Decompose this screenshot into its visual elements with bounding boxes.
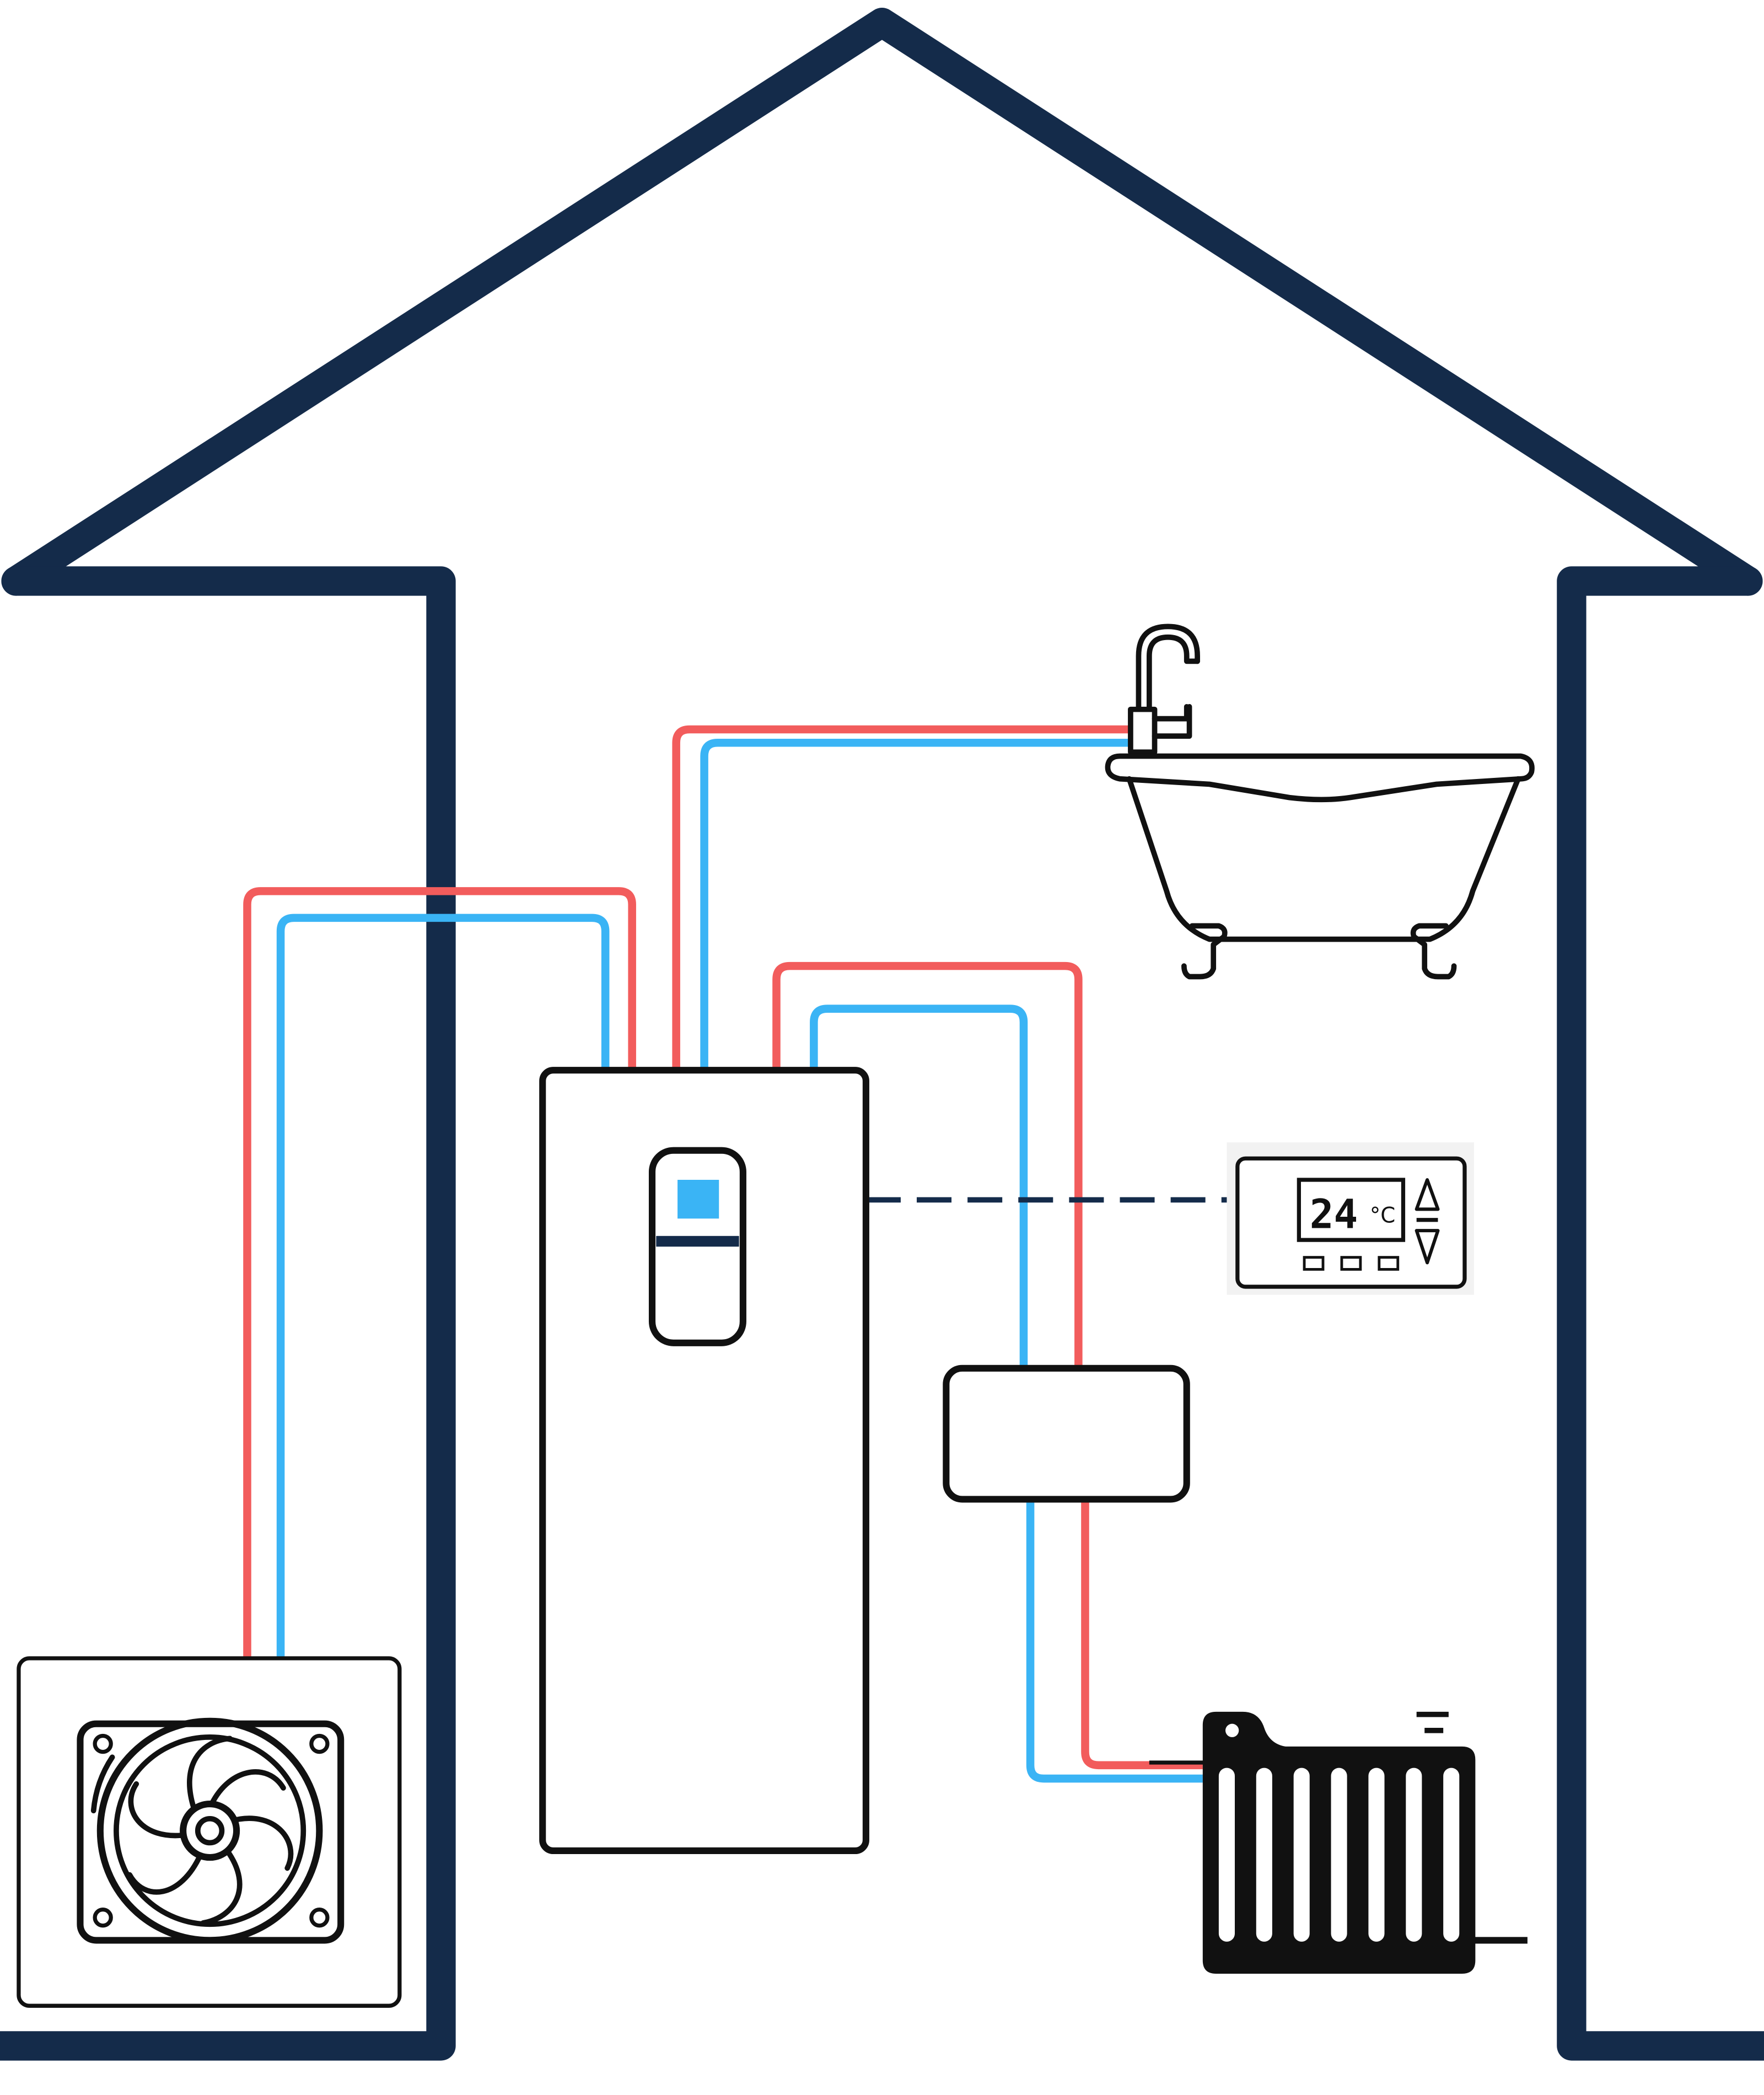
fan-accent-arc	[90, 1754, 115, 1814]
bath-tap-spout	[1136, 624, 1200, 715]
fan-screw-br	[309, 1908, 330, 1928]
radiator-cold-flow-pipe	[810, 1004, 1028, 1370]
mixing-unit-icon[interactable]	[943, 1365, 1190, 1503]
bath-tap-handle	[1152, 703, 1192, 739]
house-outline-icon	[0, 7, 1764, 2061]
bath-foot-left	[1181, 923, 1228, 980]
triangle-up-icon[interactable]	[1415, 1178, 1440, 1211]
cylinder-controller-band	[656, 1235, 739, 1247]
heat-pump-cold-pipe	[276, 914, 610, 1661]
radiator-hot-flow-pipe	[772, 961, 1083, 1370]
radiator-cold-return-pipe	[1026, 1497, 1203, 1783]
bath-tap-valve	[1128, 706, 1158, 755]
fan-ring-inner	[114, 1734, 306, 1927]
triangle-down-icon[interactable]	[1415, 1229, 1440, 1265]
fan-ring-outer	[96, 1717, 323, 1944]
bath-foot-right	[1410, 923, 1457, 980]
bath-rim	[1105, 753, 1535, 803]
bath-hot-pipe	[672, 725, 1143, 1073]
bath-pipes	[672, 725, 1143, 1073]
bath-tap-spout-inner	[1147, 634, 1200, 715]
cylinder-controller-screen	[677, 1180, 719, 1219]
thermostat-display	[1297, 1178, 1406, 1242]
radiator-pipes	[772, 961, 1203, 1783]
bath-basin	[1126, 776, 1521, 942]
fan-hub-inner	[195, 1815, 225, 1846]
roof	[1, 7, 1763, 596]
radiator-bleed-valve	[1225, 1723, 1239, 1737]
hot-water-cylinder-icon[interactable]	[539, 1067, 869, 1855]
radiator-fins	[1218, 1768, 1460, 1942]
thermostat-button-2[interactable]	[1340, 1256, 1362, 1271]
thermostat-button-3[interactable]	[1378, 1256, 1400, 1271]
fan-screw-bl	[93, 1908, 113, 1928]
thermostat-unit: °C	[1370, 1204, 1395, 1228]
radiator-icon[interactable]	[1149, 1711, 1528, 1974]
fan-screw-tl	[93, 1733, 113, 1754]
bath-cold-pipe	[700, 739, 1143, 1073]
thermostat-button-1[interactable]	[1303, 1256, 1325, 1271]
thermostat-icon[interactable]: 24 °C	[1227, 1142, 1474, 1295]
thermostat-temperature: 24	[1310, 1191, 1358, 1238]
cylinder-body	[539, 1067, 869, 1855]
fan-blades	[127, 1736, 294, 1926]
left-eave	[0, 566, 456, 2061]
heat-pump-hot-pipe	[243, 887, 636, 1661]
heat-pump-fan-icon[interactable]	[17, 1656, 402, 2008]
fan-screw-tr	[309, 1733, 330, 1754]
bathtub-icon[interactable]	[1105, 624, 1535, 980]
heat-pump-pipes	[243, 887, 636, 1661]
right-eave	[1557, 566, 1764, 2061]
radiator-hot-return-pipe	[1081, 1497, 1203, 1770]
